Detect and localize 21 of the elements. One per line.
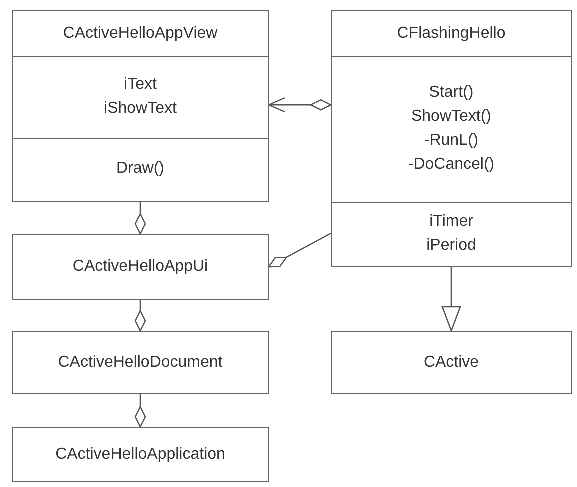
class-box	[12, 331, 269, 394]
method-list: Start() ShowText() -RunL() -DoCancel()	[408, 81, 495, 178]
class-name: CFlashingHello	[397, 24, 506, 44]
class-box	[12, 427, 269, 482]
class-box	[331, 10, 572, 267]
class-name: CActive	[424, 352, 480, 372]
class-name: CActiveHelloAppView	[63, 24, 218, 44]
generalization-arrow	[442, 267, 462, 332]
attribute-list: iText iShowText	[104, 73, 177, 122]
aggregation-line	[268, 233, 332, 268]
attribute-list: iTimer iPeriod	[426, 210, 476, 258]
class-box	[331, 331, 572, 394]
class-name: CActiveHelloApplication	[56, 444, 226, 464]
class-box	[12, 10, 269, 202]
aggregation-line	[134, 394, 146, 428]
method-list: Draw()	[116, 157, 164, 182]
aggregation-line	[134, 300, 146, 332]
generalization-arrow	[268, 97, 332, 113]
class-name: CActiveHelloAppUi	[72, 257, 208, 277]
class-name: CActiveHelloDocument	[58, 352, 223, 372]
class-box	[12, 234, 269, 300]
